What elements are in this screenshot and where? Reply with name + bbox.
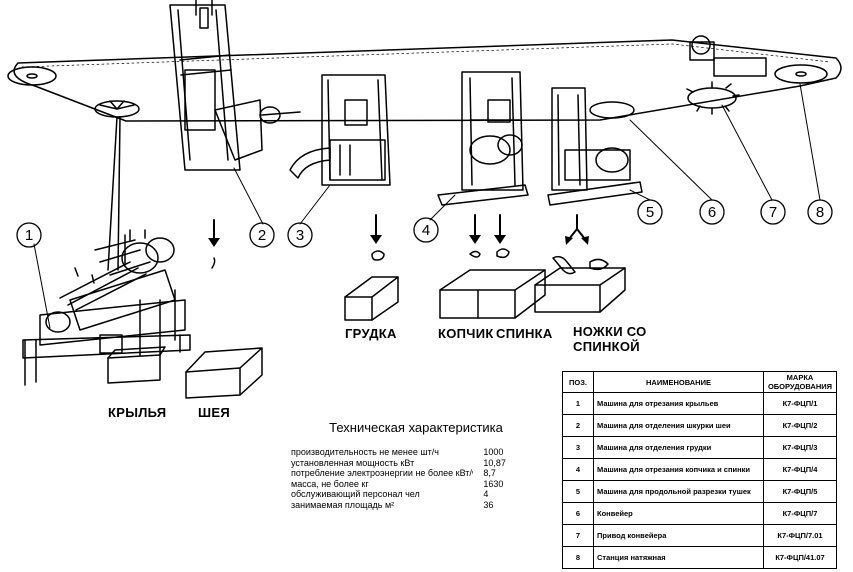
- callout-4: 4: [422, 222, 430, 239]
- callout-1: 1: [25, 227, 33, 244]
- tray-tail-back: [439, 269, 546, 319]
- spec-row: установленная мощность кВт 10,87: [291, 458, 541, 469]
- callout-5: 5: [646, 204, 654, 221]
- spec-row: занимаемая площадь м² 36: [291, 500, 541, 511]
- cell-name: Машина для отрезания крыльев: [593, 392, 764, 415]
- spec-row-value: 1630: [483, 478, 504, 489]
- spec-row: обслуживающий персонал чел 4: [291, 489, 541, 500]
- spec-row-name: занимаемая площадь м²: [291, 499, 395, 510]
- tray-legs: [534, 267, 626, 313]
- cell-mark: К7-ФЦП/4: [763, 458, 837, 481]
- spec-row-name: обслуживающий персонал чел: [291, 489, 420, 499]
- cell-mark: К7-ФЦП/3: [763, 436, 837, 459]
- machine-5: [547, 87, 643, 206]
- spec-row-value: 36: [483, 499, 494, 510]
- cell-name: Машина для отделения шкурки шеи: [593, 414, 764, 437]
- spec-row-value: 4: [483, 489, 489, 499]
- callout-7: 7: [769, 204, 777, 221]
- cell-pos: 6: [562, 502, 594, 525]
- cell-pos: 3: [562, 436, 594, 459]
- cell-pos: 7: [562, 524, 594, 547]
- machine-4: [437, 71, 529, 206]
- callout-2: 2: [258, 227, 266, 244]
- callout-6: 6: [708, 204, 716, 221]
- cell-mark: К7-ФЦП/2: [763, 414, 837, 437]
- machine-2: [169, 0, 301, 171]
- header-pos: ПОЗ.: [562, 371, 594, 393]
- tray-wings: [107, 346, 166, 384]
- machine-1: [22, 229, 191, 386]
- spec-row-name: установленная мощность кВт: [291, 457, 415, 468]
- spec-row: потребление электроэнергии не более кВт/…: [291, 468, 541, 479]
- callout-8: 8: [816, 204, 824, 221]
- spec-row: производительность не менее шт/ч 1000: [291, 447, 541, 458]
- machine-3: [289, 74, 391, 186]
- tension-wheel-right: [774, 64, 828, 84]
- callout-circles: [16, 199, 833, 248]
- cell-name: Привод конвейера: [593, 524, 764, 547]
- cell-name: Станция натяжная: [593, 546, 764, 569]
- label-neck: ШЕЯ: [198, 405, 230, 420]
- leader-lines: [33, 83, 821, 329]
- cell-mark: К7-ФЦП/1: [763, 392, 837, 415]
- spec-row-name: производительность не менее шт/ч: [291, 447, 439, 457]
- cell-pos: 1: [562, 392, 594, 415]
- label-back: СПИНКА: [496, 326, 553, 341]
- label-legs-line1: НОЖКИ СО: [573, 324, 647, 339]
- label-breast: ГРУДКА: [345, 326, 397, 341]
- cell-name: Конвейер: [593, 502, 764, 525]
- cell-pos: 8: [562, 546, 594, 569]
- cell-mark: К7-ФЦП/7: [763, 502, 837, 525]
- callout-3: 3: [296, 227, 304, 244]
- cell-pos: 5: [562, 480, 594, 503]
- spec-title: Техническая характеристика: [329, 420, 503, 435]
- header-mark: МАРКА ОБОРУДОВАНИЯ: [763, 371, 837, 393]
- cell-mark: К7-ФЦП/41.07: [763, 546, 837, 569]
- spec-row: масса, не более кг 1630: [291, 479, 541, 490]
- tray-breast: [344, 276, 399, 321]
- arrow-heads: [208, 235, 589, 247]
- label-legs-line2: СПИНКОЙ: [573, 339, 640, 354]
- table-header-row: ПОЗ. НАИМЕНОВАНИЕ МАРКА ОБОРУДОВАНИЯ: [562, 371, 837, 393]
- spec-row-value: 1000: [483, 447, 504, 457]
- spec-row-name: потребление электроэнергии не более кВт/…: [291, 468, 474, 478]
- conveyor-drive: [686, 35, 767, 115]
- header-name: НАИМЕНОВАНИЕ: [593, 371, 764, 393]
- technical-specification: Техническая характеристика производитель…: [291, 420, 541, 510]
- cell-name: Машина для отделения грудки: [593, 436, 764, 459]
- tension-wheel-left: [7, 66, 57, 86]
- product-pieces: [211, 248, 609, 275]
- tray-neck: [185, 347, 263, 399]
- cell-mark: К7-ФЦП/5: [763, 480, 837, 503]
- spec-row-value: 8,7: [483, 468, 496, 478]
- spec-row-value: 10,87: [483, 457, 506, 468]
- label-legs: НОЖКИ СО СПИНКОЙ: [573, 324, 647, 354]
- spec-row-name: масса, не более кг: [291, 478, 369, 489]
- cell-pos: 4: [562, 458, 594, 481]
- conveyor-loop: [13, 39, 842, 122]
- label-tail: КОПЧИК: [438, 326, 494, 341]
- cell-mark: К7-ФЦП/7.01: [763, 524, 837, 547]
- cell-pos: 2: [562, 414, 594, 437]
- cell-name: Машина для отрезания копчика и спинки: [593, 458, 764, 481]
- label-wings: КРЫЛЬЯ: [108, 405, 167, 420]
- flow-arrows: [213, 214, 586, 241]
- cell-name: Машина для продольной разрезки тушек: [593, 480, 764, 503]
